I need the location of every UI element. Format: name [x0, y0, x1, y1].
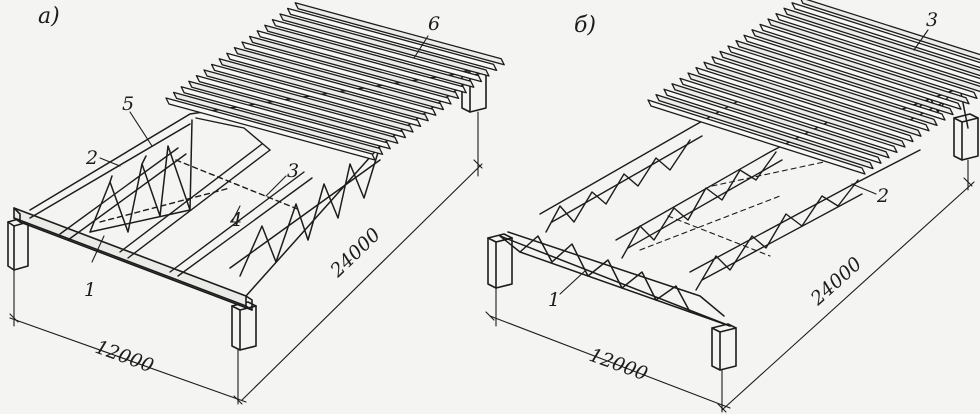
- panel-a-callout-1: 1: [84, 279, 96, 301]
- deck-sheet: [248, 35, 460, 100]
- panel-b-leaders: [559, 29, 929, 295]
- deck-sheet: [671, 83, 890, 159]
- panel-b-deck: [647, 0, 980, 175]
- panel-b-columns: [487, 113, 979, 371]
- panel-a-callout-4: 4: [229, 209, 242, 231]
- panel-b-callout-1: 1: [548, 289, 560, 311]
- panel-b-dimensions: [485, 159, 975, 413]
- panel-a-callout-2: 2: [85, 147, 98, 169]
- panel-a-callout-5: 5: [122, 93, 134, 115]
- deck-sheet: [800, 0, 980, 61]
- deck-sheet: [294, 2, 505, 66]
- deck-sheet: [271, 18, 483, 83]
- panel-b-callout-3: 3: [926, 9, 938, 31]
- deck-sheet: [783, 7, 980, 77]
- deck-sheet: [203, 69, 414, 133]
- deck-sheet: [759, 23, 978, 100]
- deck-sheet: [233, 46, 445, 111]
- deck-sheet: [286, 7, 498, 72]
- deck-sheet: [791, 2, 980, 69]
- deck-sheet: [663, 88, 882, 164]
- panel-a: а) 1 2 3 4 5 6 12000 24000: [7, 2, 505, 405]
- panel-a-dim-length: 24000: [325, 224, 384, 283]
- panel-a-cross-beams: [59, 117, 313, 277]
- deck-sheet: [256, 30, 467, 94]
- deck-sheet: [703, 61, 922, 137]
- deck-sheet: [241, 41, 452, 105]
- deck-sheet: [647, 99, 866, 175]
- panel-a-callout-3: 3: [287, 160, 299, 182]
- deck-sheet: [751, 29, 970, 105]
- panel-a-deck: [165, 2, 505, 161]
- deck-sheet: [767, 18, 980, 93]
- deck-sheet: [679, 77, 898, 154]
- panel-b-dim-length: 24000: [806, 253, 866, 310]
- deck-sheet: [775, 12, 980, 85]
- panel-a-callout-6: 6: [428, 13, 440, 35]
- deck-sheet: [719, 50, 938, 127]
- panel-b-letter: б): [574, 13, 596, 38]
- deck-sheet: [655, 93, 874, 170]
- panel-b-dim-width: 12000: [586, 344, 650, 385]
- deck-sheet: [743, 34, 962, 110]
- deck-sheet: [279, 13, 490, 77]
- panel-a-leaders: [91, 35, 429, 263]
- panel-b-bracing: [639, 161, 825, 257]
- deck-sheet: [264, 24, 475, 88]
- panel-a-dim-width: 12000: [92, 336, 156, 377]
- panel-a-letter: а): [38, 4, 60, 29]
- deck-sheet: [210, 63, 422, 128]
- deck-sheet: [195, 74, 407, 139]
- deck-sheet: [687, 72, 906, 148]
- deck-sheet: [711, 56, 930, 132]
- deck-sheet: [695, 66, 914, 143]
- deck-sheet: [226, 52, 437, 116]
- panel-b-callout-2: 2: [876, 185, 889, 207]
- deck-sheet: [172, 91, 384, 156]
- deck-sheet: [218, 58, 429, 122]
- deck-sheet: [165, 97, 376, 161]
- panel-b-long-trusses: [539, 99, 921, 291]
- panel-a-dimensions: [9, 111, 483, 405]
- deck-sheet: [180, 86, 391, 150]
- panel-b: б) 1 2 3 12000 24000: [485, 0, 980, 413]
- panel-b-front-truss: [499, 231, 731, 327]
- deck-sheet: [188, 80, 399, 144]
- deck-sheet: [735, 39, 954, 116]
- deck-sheet: [727, 45, 946, 121]
